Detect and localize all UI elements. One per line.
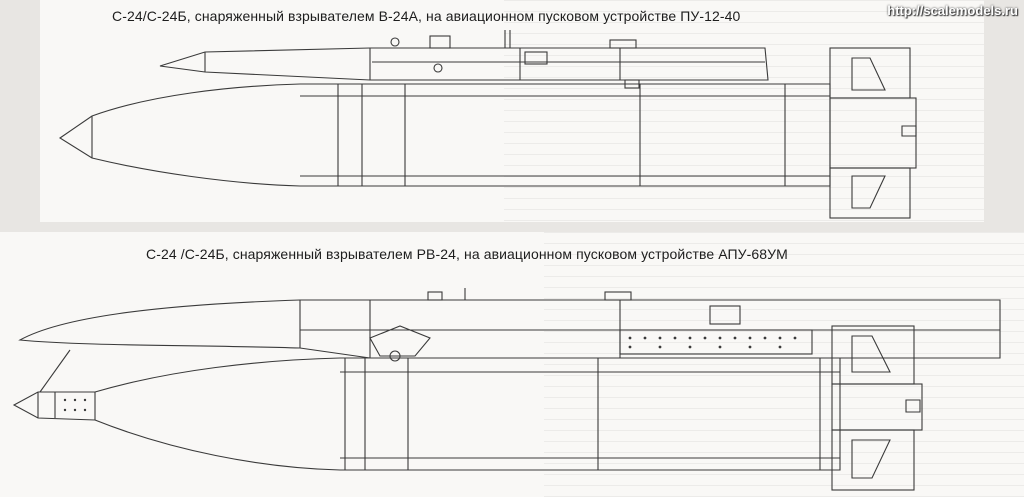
top-rocket-tail-fins bbox=[829, 47, 917, 219]
bottom-diagram-caption: С-24 /С-24Б, снаряженный взрывателем РВ-… bbox=[146, 246, 788, 262]
bottom-drawing-panel bbox=[0, 232, 1024, 497]
bottom-text-bleed-through bbox=[544, 232, 1024, 497]
top-text-bleed-through bbox=[504, 0, 984, 222]
rivet-dots bbox=[63, 336, 797, 412]
bottom-rocket-tail-fins bbox=[831, 325, 923, 491]
bottom-launcher-apu-68um bbox=[18, 288, 1001, 362]
watermark-text: http://scalemodels.ru bbox=[887, 3, 1018, 18]
top-rocket-body bbox=[58, 83, 831, 187]
top-diagram-caption: С-24/С-24Б, снаряженный взрывателем В-24… bbox=[112, 8, 741, 24]
bottom-rocket-body bbox=[12, 349, 841, 471]
top-launcher-pu-12-40 bbox=[159, 30, 769, 89]
top-drawing-panel bbox=[40, 0, 984, 222]
